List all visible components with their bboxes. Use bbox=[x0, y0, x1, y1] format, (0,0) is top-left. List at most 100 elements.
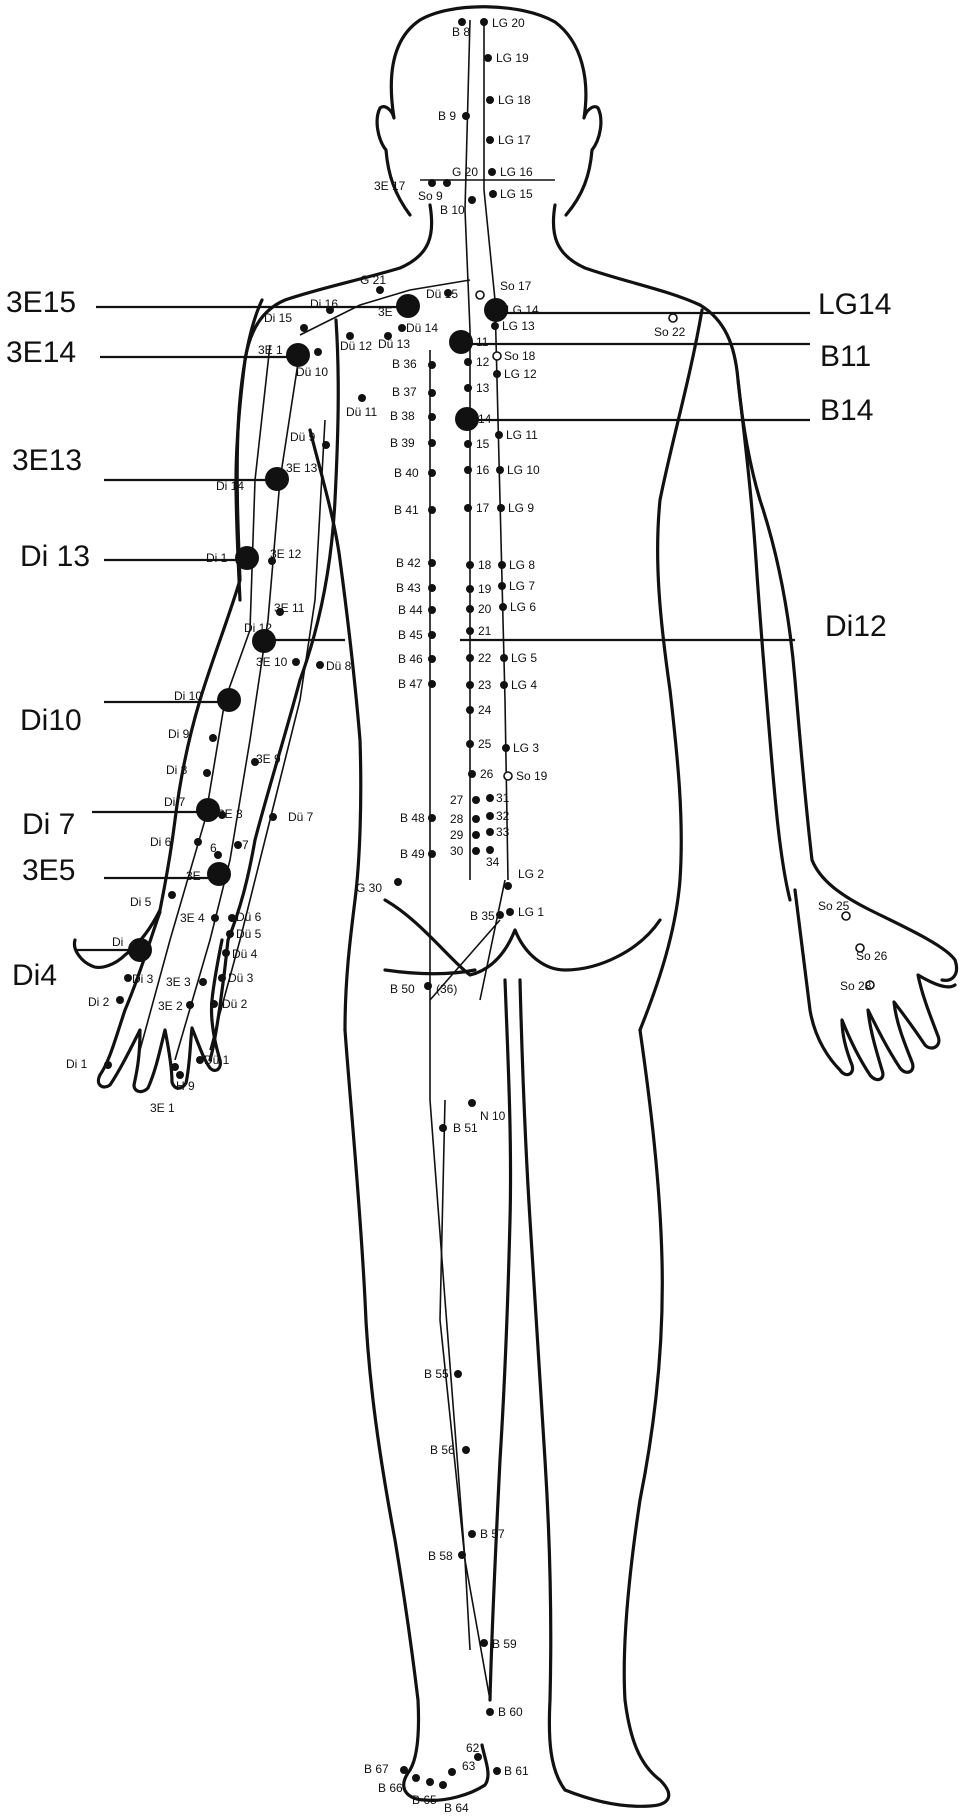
label-b44: B 44 bbox=[398, 603, 423, 617]
point-n15 bbox=[464, 440, 472, 448]
label-du12: Dü 12 bbox=[340, 339, 372, 353]
point-g20 bbox=[443, 179, 451, 187]
point-b59 bbox=[480, 1639, 488, 1647]
label-di13: Di 13 bbox=[20, 540, 90, 573]
point-di15 bbox=[300, 324, 308, 332]
label-b62: 62 bbox=[466, 1741, 480, 1755]
point-di1 bbox=[104, 1061, 112, 1069]
di-arm-line bbox=[140, 345, 270, 1050]
point-di4 bbox=[128, 938, 152, 962]
point-du4 bbox=[222, 949, 230, 957]
label-n11: 11 bbox=[476, 335, 489, 349]
point-b37 bbox=[428, 389, 436, 397]
point-3e15 bbox=[396, 294, 420, 318]
point-lg17 bbox=[486, 136, 494, 144]
label-3e5: 3E5 bbox=[22, 854, 75, 887]
point-di5 bbox=[168, 891, 176, 899]
label-so26: So 26 bbox=[856, 949, 888, 963]
point-b46 bbox=[428, 655, 436, 663]
label-b46: B 46 bbox=[398, 652, 423, 666]
label-du9: Dü 9 bbox=[290, 430, 316, 444]
point-n19 bbox=[466, 585, 474, 593]
point-so22 bbox=[669, 314, 677, 322]
label-lg17: LG 17 bbox=[498, 133, 531, 147]
label-b51: B 51 bbox=[453, 1121, 478, 1135]
point-lg18 bbox=[486, 96, 494, 104]
label-n29: 29 bbox=[450, 828, 464, 842]
label-so9: So 9 bbox=[418, 189, 443, 203]
point-lg11 bbox=[495, 431, 503, 439]
label-di6: Di 6 bbox=[150, 835, 172, 849]
point-3e2 bbox=[186, 1001, 194, 1009]
label-3e17: 3E 17 bbox=[374, 179, 406, 193]
label-b41: B 41 bbox=[394, 503, 419, 517]
label-b58: B 58 bbox=[428, 1549, 453, 1563]
label-n21: 21 bbox=[478, 624, 492, 638]
point-g21 bbox=[376, 286, 384, 294]
point-so17 bbox=[476, 291, 484, 299]
point-b63 bbox=[448, 1768, 456, 1776]
point-lg12 bbox=[493, 370, 501, 378]
label-b38: B 38 bbox=[390, 409, 415, 423]
point-b57 bbox=[468, 1530, 476, 1538]
label-n13: 13 bbox=[476, 381, 490, 395]
point-3e17 bbox=[428, 179, 436, 187]
label-n23: 23 bbox=[478, 678, 492, 692]
label-g20: G 20 bbox=[452, 165, 478, 179]
point-di9 bbox=[209, 734, 217, 742]
label-3e13s: 3E 13 bbox=[286, 461, 318, 475]
label-b37: B 37 bbox=[392, 385, 417, 399]
label-n19: 19 bbox=[478, 582, 492, 596]
point-so25 bbox=[842, 912, 850, 920]
point-du5 bbox=[226, 930, 234, 938]
point-b35 bbox=[496, 911, 504, 919]
point-di13 bbox=[235, 546, 259, 570]
point-n31 bbox=[486, 794, 494, 802]
torso-outline-right bbox=[553, 205, 956, 980]
point-lg4 bbox=[500, 681, 508, 689]
point-du2 bbox=[210, 1000, 218, 1008]
point-di8 bbox=[203, 769, 211, 777]
label-b49: B 49 bbox=[400, 847, 425, 861]
label-n34: 34 bbox=[486, 855, 500, 869]
point-b48 bbox=[428, 814, 436, 822]
label-n26: 26 bbox=[480, 767, 494, 781]
right-leg-inner bbox=[520, 980, 565, 1790]
bladder-inner-line bbox=[465, 20, 470, 880]
label-b55: B 55 bbox=[424, 1367, 449, 1381]
point-lg2 bbox=[504, 882, 512, 890]
label-lg20: LG 20 bbox=[492, 16, 525, 30]
label-b64: B 64 bbox=[444, 1801, 469, 1815]
point-b51 bbox=[439, 1124, 447, 1132]
label-di2: Di 2 bbox=[88, 995, 110, 1009]
point-b65 bbox=[426, 1778, 434, 1786]
label-3e10: 3E 10 bbox=[256, 655, 288, 669]
point-n12 bbox=[464, 358, 472, 366]
point-du11 bbox=[358, 394, 366, 402]
label-lg13: LG 13 bbox=[502, 319, 535, 333]
label-b10: B 10 bbox=[440, 203, 465, 217]
label-3e11: 3E 11 bbox=[274, 601, 305, 615]
label-so18: So 18 bbox=[504, 349, 536, 363]
point-s7 bbox=[234, 841, 242, 849]
point-b49 bbox=[428, 850, 436, 858]
label-b35: B 35 bbox=[470, 909, 495, 923]
point-lg1 bbox=[506, 908, 514, 916]
label-b50: B 50 bbox=[390, 982, 415, 996]
label-lg1: LG 1 bbox=[518, 905, 544, 919]
label-b14: B14 bbox=[820, 394, 873, 427]
label-di4s: Di bbox=[112, 935, 123, 949]
point-b14 bbox=[455, 407, 479, 431]
point-lg15 bbox=[489, 190, 497, 198]
label-du7: Dü 7 bbox=[288, 810, 314, 824]
point-b39 bbox=[428, 439, 436, 447]
point-b43 bbox=[428, 584, 436, 592]
label-n18: 18 bbox=[478, 558, 492, 572]
label-n14: 14 bbox=[478, 412, 492, 426]
label-n30: 30 bbox=[450, 844, 464, 858]
right-flank bbox=[640, 310, 702, 1030]
right-hand bbox=[795, 890, 955, 1080]
point-b10 bbox=[468, 196, 476, 204]
label-lg3: LG 3 bbox=[513, 741, 539, 755]
